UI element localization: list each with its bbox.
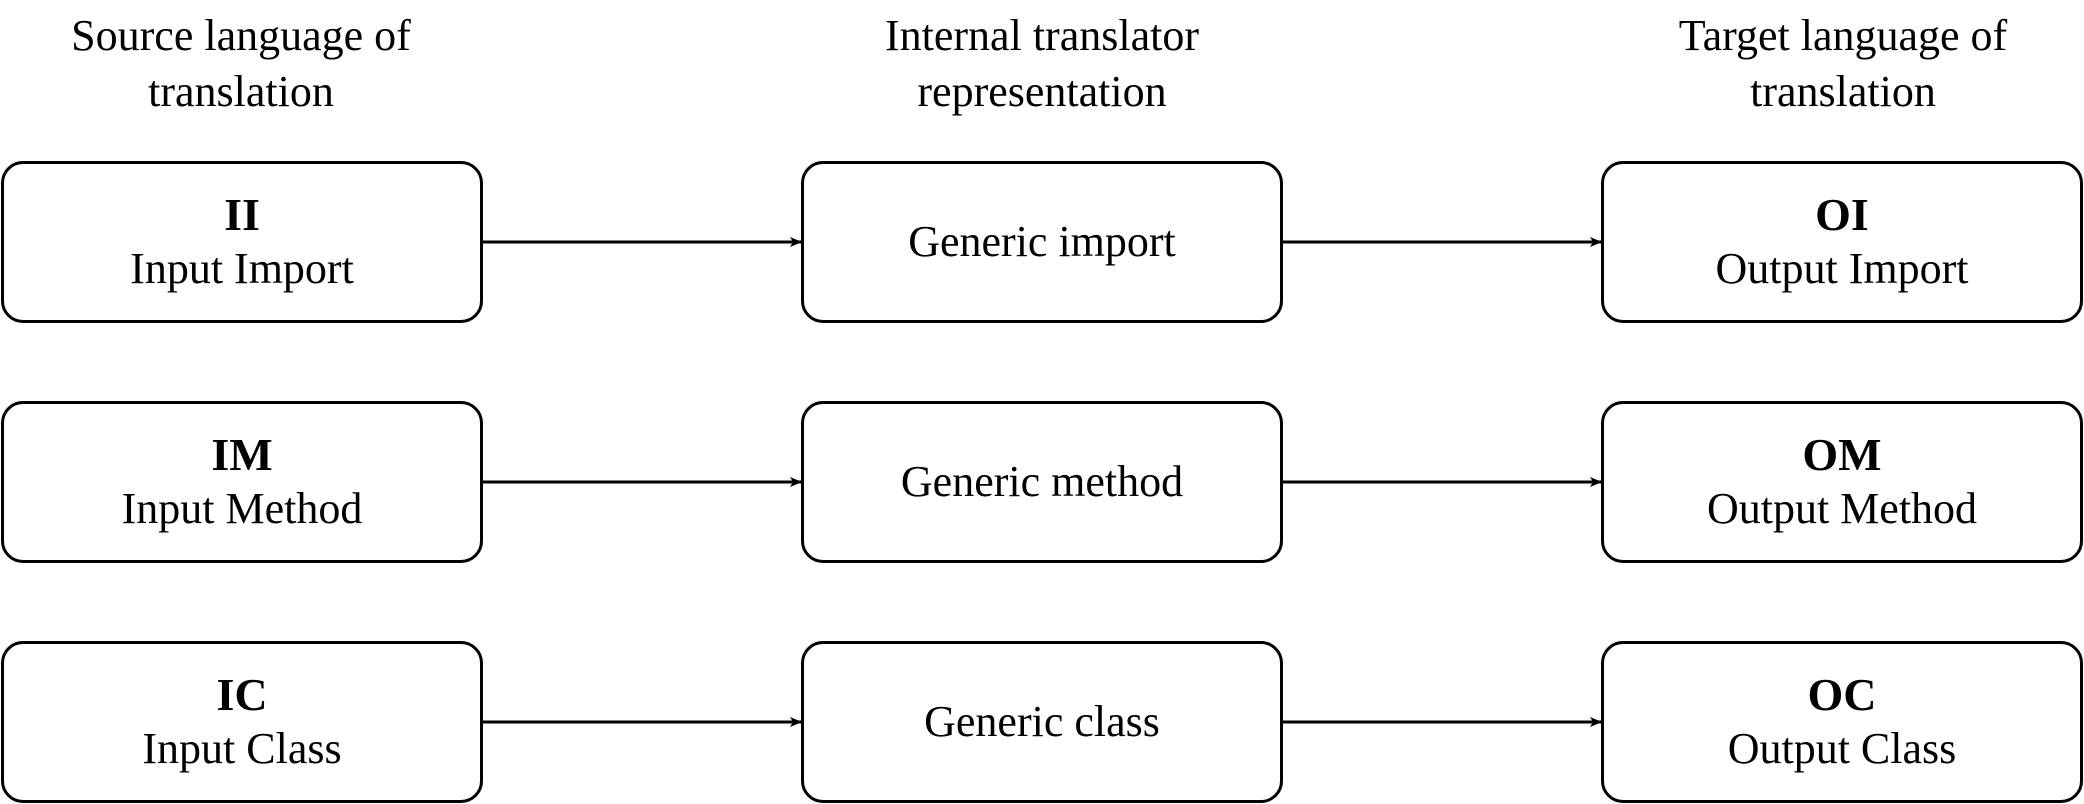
- output-import-label: Output Import: [1715, 244, 1969, 293]
- input-method-node[interactable]: IM Input Method: [1, 401, 483, 563]
- output-class-code: OC: [1807, 669, 1877, 720]
- output-method-node[interactable]: OM Output Method: [1601, 401, 2083, 563]
- input-import-label: Input Import: [130, 244, 354, 293]
- generic-method-node[interactable]: Generic method: [801, 401, 1283, 563]
- generic-import-node[interactable]: Generic import: [801, 161, 1283, 323]
- internal-representation-header: Internal translator representation: [885, 11, 1199, 116]
- generic-class-label: Generic class: [924, 697, 1160, 746]
- input-method-label: Input Method: [121, 484, 363, 533]
- source-language-header: Source language of translation: [71, 11, 411, 116]
- input-import-node[interactable]: II Input Import: [1, 161, 483, 323]
- generic-class-node[interactable]: Generic class: [801, 641, 1283, 803]
- output-import-node[interactable]: OI Output Import: [1601, 161, 2083, 323]
- generic-import-label: Generic import: [908, 217, 1176, 266]
- input-import-code: II: [224, 189, 260, 240]
- target-language-header: Target language of translation: [1678, 11, 2008, 116]
- output-class-label: Output Class: [1727, 724, 1957, 773]
- generic-method-label: Generic method: [900, 457, 1184, 506]
- output-method-code: OM: [1802, 429, 1882, 480]
- output-import-code: OI: [1815, 189, 1869, 240]
- input-class-label: Input Class: [142, 724, 342, 773]
- output-method-label: Output Method: [1706, 484, 1978, 533]
- output-class-node[interactable]: OC Output Class: [1601, 641, 2083, 803]
- input-method-code: IM: [211, 429, 273, 480]
- input-class-node[interactable]: IC Input Class: [1, 641, 483, 803]
- input-class-code: IC: [216, 669, 268, 720]
